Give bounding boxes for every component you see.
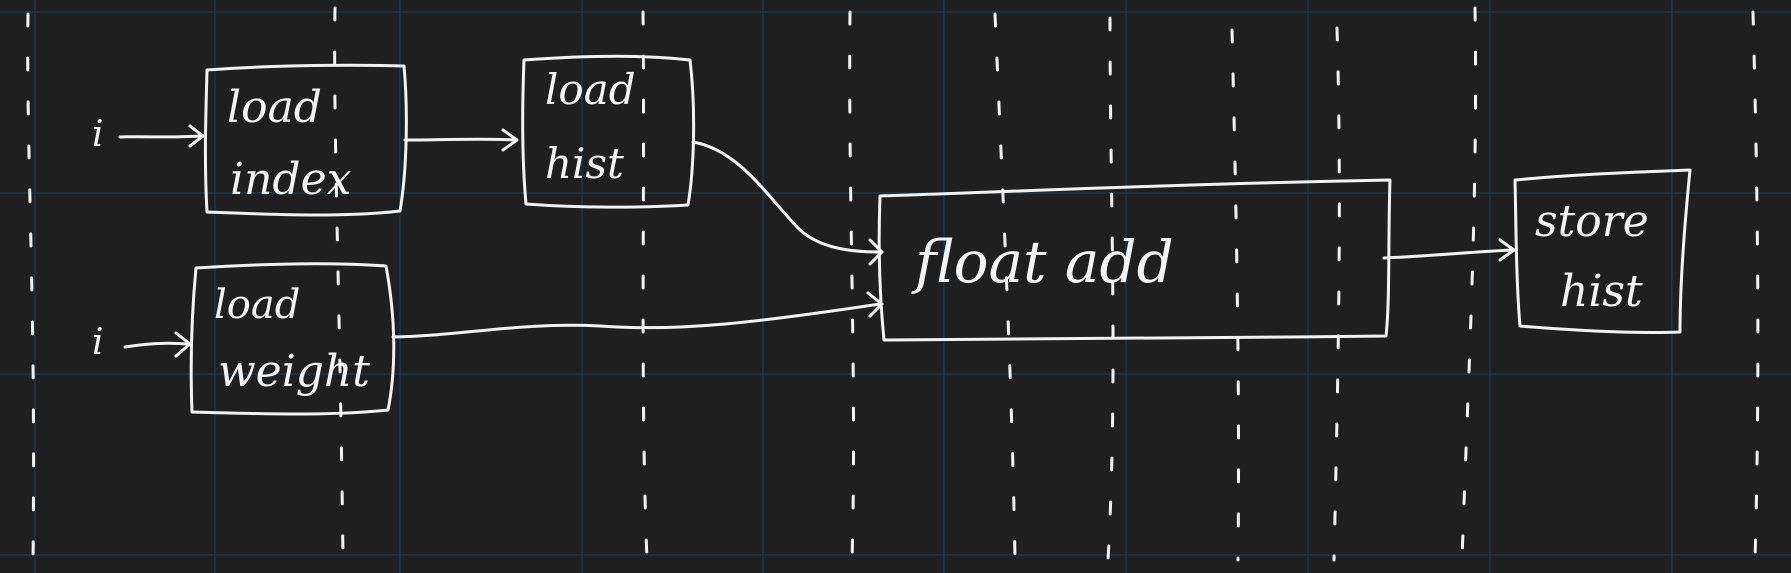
arrowhead (188, 124, 205, 148)
load-index-label-line1: load (227, 82, 322, 133)
stage-boundary-line (641, 10, 649, 562)
store-hist-box (1513, 168, 1692, 335)
store-hist-label-line1: store (1535, 196, 1649, 247)
input-to-load-weight-edge (123, 341, 190, 349)
load-weight-label-line2: weight (218, 346, 370, 397)
load-index-box (203, 63, 408, 217)
stage-boundary-line (333, 6, 345, 562)
index-input: i (92, 114, 205, 155)
load-index-label-line2: index (230, 154, 352, 205)
stage-boundary-line (1751, 10, 1760, 562)
weight-input: i (92, 322, 192, 363)
weight-input-label: i (92, 322, 104, 363)
stage-boundary-line (1460, 6, 1478, 562)
float-add-node: float add (877, 178, 1392, 342)
stage-boundary-line (1106, 16, 1115, 562)
load-weight-box (189, 262, 396, 416)
float-add-label: float add (911, 228, 1174, 296)
index-input-label: i (92, 114, 104, 155)
load-hist-label-line2: hist (545, 139, 624, 188)
load-hist-node: load hist (521, 54, 696, 209)
float-add-box (877, 178, 1392, 342)
input-to-load-index-edge (118, 134, 202, 139)
load-hist-label-line1: load (545, 65, 636, 114)
stage-boundary-line (26, 12, 36, 562)
stage-boundaries (26, 6, 1760, 562)
load-hist-to-float-add-edge (691, 140, 882, 254)
float-add-to-store-hist-edge (1382, 248, 1514, 260)
store-hist-node: store hist (1513, 168, 1692, 335)
load-index-to-load-hist-edge (403, 137, 517, 142)
arrowhead (501, 128, 519, 152)
store-hist-label-line2: hist (1560, 266, 1643, 317)
stage-boundary-line (1332, 26, 1341, 562)
load-index-node: load index (203, 63, 408, 217)
arrowhead (1498, 238, 1516, 262)
stage-boundary-line (848, 10, 856, 562)
arrowhead (868, 238, 884, 266)
load-weight-label-line1: load (214, 282, 300, 328)
load-weight-node: load weight (189, 262, 396, 416)
stage-boundary-line (993, 12, 1017, 562)
load-weight-to-float-add-edge (391, 302, 882, 339)
stage-boundary-line (1230, 28, 1241, 562)
load-hist-box (521, 54, 696, 209)
